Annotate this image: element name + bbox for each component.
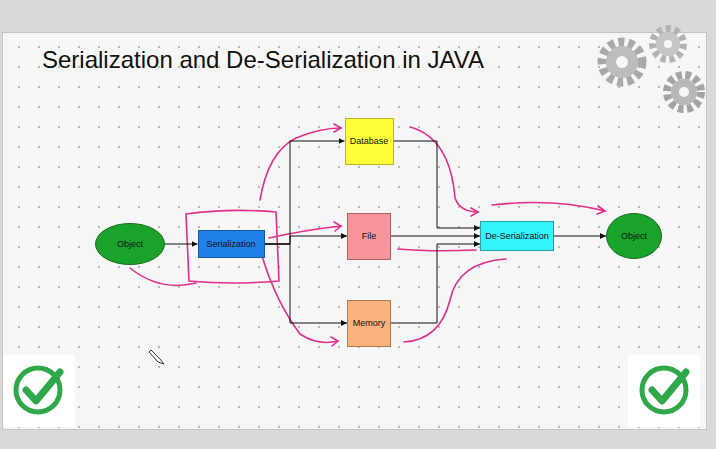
gear-hole <box>679 87 689 97</box>
object-circle: Object <box>606 213 662 259</box>
gear <box>667 75 701 109</box>
object-circle: Object <box>95 223 165 265</box>
annotation-stroke <box>492 203 605 211</box>
flow-arrow <box>265 236 348 244</box>
storage-box: Database <box>345 118 394 165</box>
node-label: Serialization <box>206 239 255 250</box>
annotation-stroke <box>597 206 605 214</box>
logo-ring <box>16 368 60 412</box>
node-label: De-Serialization <box>485 231 549 242</box>
storage-box: Memory <box>347 300 391 347</box>
gear <box>602 42 642 82</box>
flow-arrow <box>394 141 481 228</box>
gear <box>606 46 638 78</box>
storage-box: File <box>347 213 391 260</box>
annotation-stroke <box>334 124 341 132</box>
annotation-stroke <box>404 259 506 342</box>
slide-title: Serialization and De-Serialization in JA… <box>42 46 484 74</box>
annotation-stroke <box>130 268 196 285</box>
gears-illustration <box>602 29 701 109</box>
flow-arrow <box>391 244 480 323</box>
gear <box>656 32 680 56</box>
flow-arrow <box>265 244 348 323</box>
annotation-stroke <box>186 210 279 283</box>
annotation-stroke <box>410 127 478 212</box>
pencil-icon <box>149 350 164 364</box>
check-logo <box>16 368 60 412</box>
node-label: File <box>362 231 377 242</box>
gear <box>653 29 683 59</box>
annotation-stroke <box>262 256 338 342</box>
node-label: Object <box>117 239 143 250</box>
node-label: Object <box>621 231 647 242</box>
annotation-stroke <box>260 128 341 200</box>
annotation-stroke <box>334 222 341 231</box>
gear <box>671 79 697 105</box>
logo-check <box>26 372 60 401</box>
process-box: De-Serialization <box>480 221 554 251</box>
annotation-stroke <box>331 337 338 346</box>
gear-hole <box>616 56 628 68</box>
logo-ring <box>642 368 686 412</box>
flow-arrow <box>165 244 198 245</box>
pencil-cursor <box>149 350 164 364</box>
flow-arrow <box>265 141 345 244</box>
node-label: Memory <box>353 318 386 329</box>
node-label: Database <box>350 136 389 147</box>
flow-arrow <box>391 236 480 237</box>
annotation-stroke <box>471 208 478 216</box>
logo-check <box>652 372 686 401</box>
flow-arrow <box>554 236 606 237</box>
process-box: Serialization <box>198 230 265 258</box>
gear-hole <box>664 40 672 48</box>
check-logo <box>642 368 686 412</box>
